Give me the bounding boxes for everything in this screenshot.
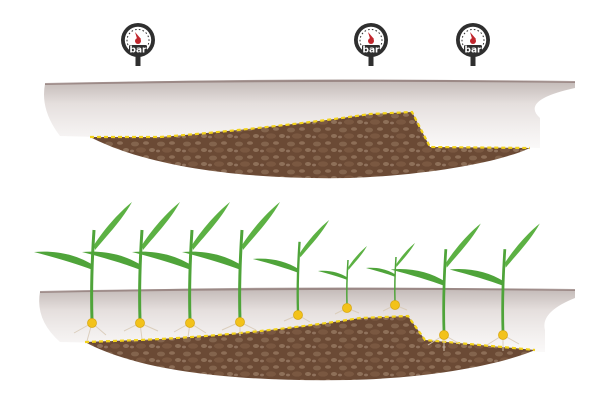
- seed-icon: [136, 319, 145, 328]
- seed-icon: [440, 331, 449, 340]
- lower-soil-section: [34, 202, 575, 380]
- gauge-unit-label: bar: [130, 46, 148, 56]
- seed-icon: [236, 318, 245, 327]
- pressure-gauge-icon: bar: [456, 23, 490, 66]
- pressure-gauge-icon: bar: [354, 23, 388, 66]
- upper-soil-section: [44, 79, 575, 178]
- seed-icon: [499, 331, 508, 340]
- gauge-unit-label: bar: [363, 46, 381, 56]
- pressure-gauge-icon: bar: [121, 23, 155, 66]
- seed-icon: [88, 319, 97, 328]
- seed-icon: [343, 304, 352, 313]
- seed-icon: [186, 319, 195, 328]
- seed-icon: [294, 311, 303, 320]
- seed-icon: [391, 301, 400, 310]
- gauge-unit-label: bar: [465, 46, 483, 56]
